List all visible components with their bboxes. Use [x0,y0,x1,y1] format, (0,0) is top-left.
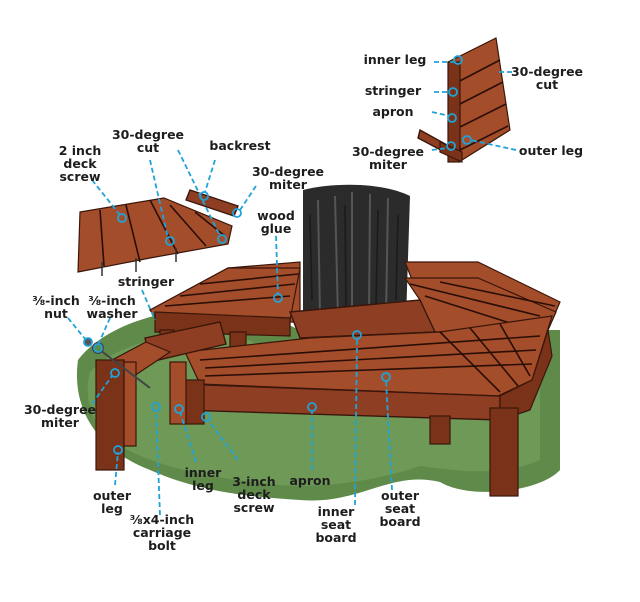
label-wood-glue-2: glue [261,221,292,236]
label-stringer-top: stringer [365,83,422,98]
label-outer-leg-2: leg [101,501,123,516]
leader-lines [67,55,517,516]
label-backrest: backrest [209,138,270,153]
label-carriage-bolt-2: carriage [133,525,191,540]
label-wood-glue-1: wood [257,208,295,223]
label-2-inch-deck-screw-2: deck [63,156,97,171]
label-30-degree-cut-2: cut [137,140,159,155]
label-30-degree-miter-1: 30-degree [252,164,324,179]
label-3-inch-deck-screw-3: screw [233,500,274,515]
label-carriage-bolt-3: bolt [148,538,176,553]
label-inner-leg-top: inner leg [364,52,427,67]
label-30-degree-miter-2: miter [269,177,308,192]
label-washer-1: ⅜-inch [88,293,136,308]
label-nut-2: nut [44,306,68,321]
tree-trunk [303,184,410,322]
label-30-degree-miter-left-2: miter [41,415,80,430]
label-outer-seat-board-3: board [379,514,420,529]
label-outer-leg-top: outer leg [519,143,583,158]
label-inner-leg-2: leg [192,478,214,493]
label-30-degree-cut-top-2: cut [536,77,558,92]
label-30-degree-cut-top-1: 30-degree [511,64,583,79]
label-washer-2: washer [87,306,139,321]
label-apron-top: apron [372,104,413,119]
label-30-degree-miter-top-2: miter [369,157,408,172]
label-2-inch-deck-screw-3: screw [59,169,100,184]
label-carriage-bolt-1: ⅜x4-inch [130,512,194,527]
bench-assembly [84,261,561,497]
label-outer-seat-board-2: seat [385,501,415,516]
label-inner-seat-board-1: inner [318,504,356,519]
label-nut-1: ⅜-inch [32,293,80,308]
callout-labels: inner leg 30-degree cut stringer apron 3… [24,52,583,553]
label-3-inch-deck-screw-1: 3-inch [232,474,275,489]
label-apron: apron [289,473,330,488]
label-inner-seat-board-2: seat [321,517,351,532]
label-3-inch-deck-screw-2: deck [237,487,271,502]
leg-detail-exploded [417,37,511,163]
label-stringer: stringer [118,274,175,289]
label-2-inch-deck-screw-1: 2 inch [59,143,102,158]
label-outer-leg-1: outer [93,488,132,503]
label-30-degree-miter-top-1: 30-degree [352,144,424,159]
label-outer-seat-board-1: outer [381,488,420,503]
label-30-degree-miter-left-1: 30-degree [24,402,96,417]
label-inner-seat-board-3: board [315,530,356,545]
backrest-exploded [77,189,239,276]
label-inner-leg-1: inner [185,465,223,480]
label-30-degree-cut-1: 30-degree [112,127,184,142]
